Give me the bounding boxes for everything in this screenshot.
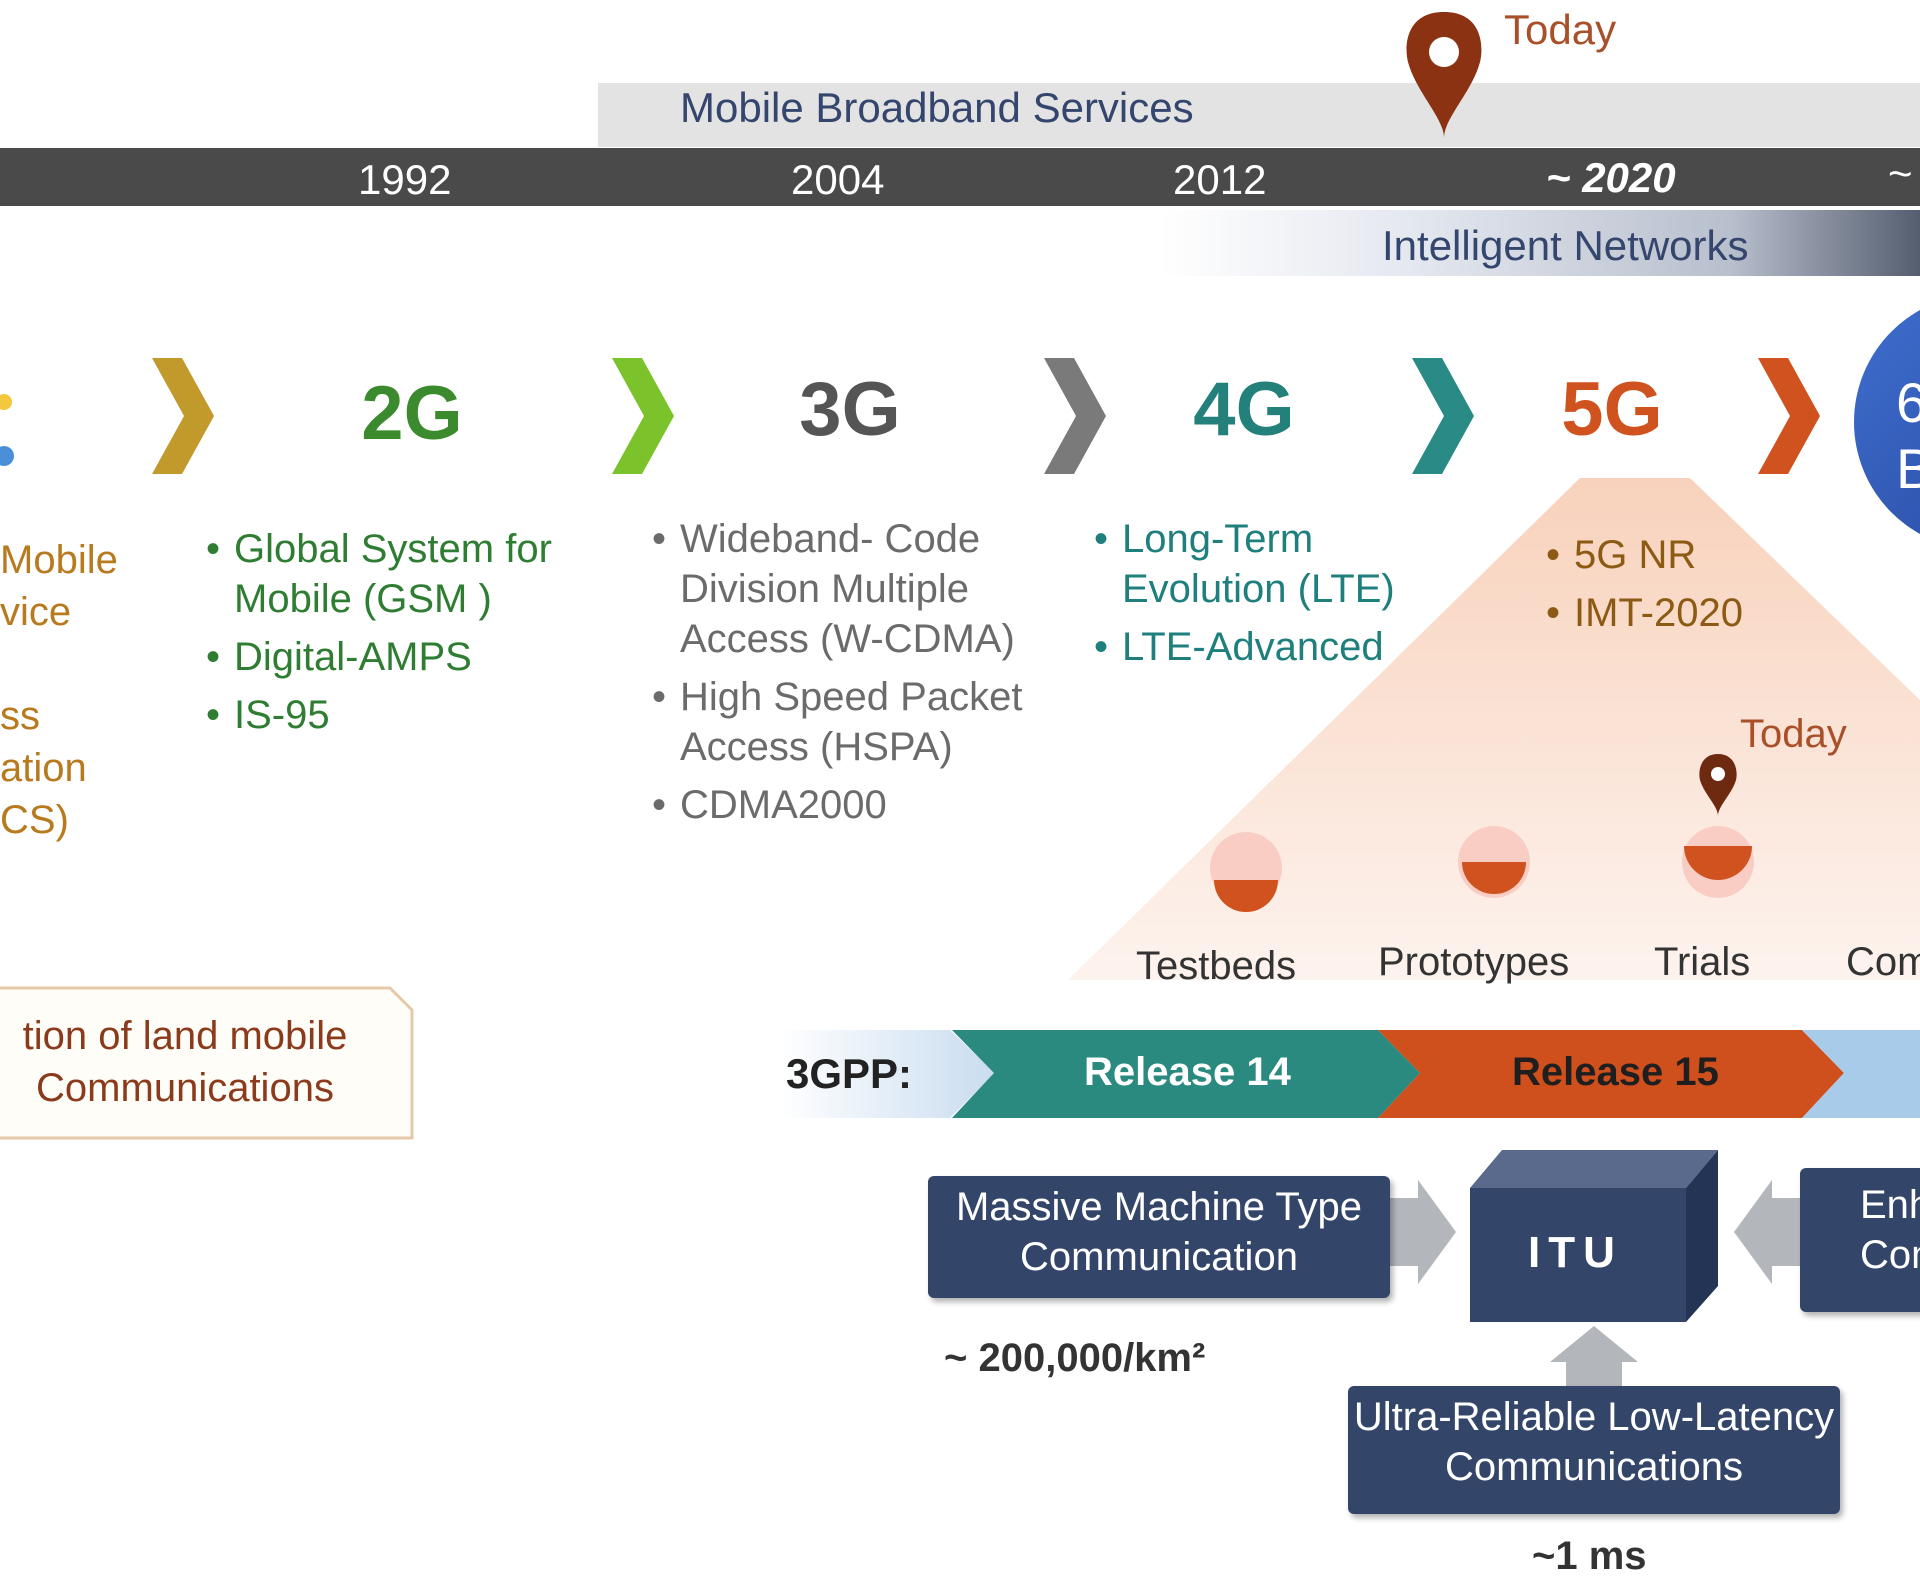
arrow-urllc-to-itu — [1550, 1326, 1638, 1386]
urllc-label: Ultra-Reliable Low-Latency Communication… — [1353, 1395, 1835, 1489]
6g-circle — [1854, 310, 1920, 534]
mobile-broadband-band — [598, 83, 1920, 147]
gen-4g-list: Long-Term Evolution (LTE) LTE-Advanced — [1094, 514, 1424, 680]
dot-blue — [0, 446, 14, 466]
release-15-label: Release 15 — [1512, 1050, 1719, 1094]
dot-yellow — [0, 394, 12, 410]
chevron-1g-icon — [152, 358, 214, 474]
trials-today-label: Today — [1740, 712, 1847, 756]
list-item: LTE-Advanced — [1094, 622, 1424, 672]
gen-5g-list: 5G NR IMT-2020 — [1546, 530, 1806, 646]
intelligent-networks-band — [1160, 210, 1920, 276]
embb-label-line: Com — [1860, 1233, 1920, 1277]
release-next-arrow — [1802, 1030, 1920, 1118]
prototypes-icon — [1458, 826, 1530, 898]
year-2012: 2012 — [1173, 156, 1267, 203]
embb-box: Enh Com — [1800, 1168, 1920, 1312]
list-item: Digital-AMPS — [206, 632, 586, 682]
stage-testbeds: Testbeds — [1136, 944, 1297, 988]
gen-1g-text: Mobile vice ss ation CS) — [0, 534, 118, 846]
year-2004: 2004 — [791, 156, 885, 203]
embb-label-line: Enh — [1860, 1183, 1920, 1227]
release-15-arrow — [1378, 1030, 1844, 1118]
mmtc-box: Massive Machine Type Communication — [928, 1176, 1390, 1298]
mmtc-label: Massive Machine Type Communication — [955, 1185, 1363, 1279]
gen-6g-line2: B — [1896, 437, 1920, 500]
mobile-broadband-label: Mobile Broadband Services — [680, 84, 1194, 131]
year-2020: ~ 2020 — [1546, 154, 1676, 201]
urllc-box: Ultra-Reliable Low-Latency Communication… — [1348, 1386, 1840, 1514]
gen-2g-list: Global System for Mobile (GSM ) Digital-… — [206, 524, 586, 748]
release-14-arrow — [952, 1030, 1420, 1118]
list-item: IS-95 — [206, 690, 586, 740]
chevron-3g-icon — [1044, 358, 1106, 474]
list-item: 5G NR — [1546, 530, 1806, 580]
mmtc-metric: ~ 200,000/km² — [944, 1336, 1206, 1380]
gen-1g-line: Mobile — [0, 538, 118, 582]
stage-prototypes: Prototypes — [1378, 940, 1570, 984]
gen-2g-title: 2G — [361, 371, 463, 456]
list-item: High Speed Packet Access (HSPA) — [652, 672, 1052, 772]
itu-label: ITU — [1528, 1228, 1623, 1277]
chevron-2g-icon — [612, 358, 674, 474]
release-14-label: Release 14 — [1084, 1050, 1291, 1094]
stage-commercial: Com — [1846, 940, 1920, 984]
callout-box — [0, 986, 414, 1140]
chevron-4g-icon — [1412, 358, 1474, 474]
gen-5g-title: 5G — [1561, 367, 1663, 452]
list-item: Long-Term Evolution (LTE) — [1094, 514, 1424, 614]
trials-today-pin-icon — [1699, 754, 1737, 816]
gen-1g-line: ss — [0, 694, 40, 738]
gen-3g-title: 3G — [799, 367, 901, 452]
testbeds-icon — [1210, 832, 1282, 912]
chevron-5g-icon — [1758, 358, 1820, 474]
callout-text: tion of land mobile Communications — [0, 1010, 370, 1114]
itu-cube — [1470, 1150, 1718, 1322]
urllc-metric: ~1 ms — [1532, 1534, 1647, 1578]
gen-1g-line: CS) — [0, 798, 69, 842]
callout-line: Communications — [36, 1066, 334, 1110]
gen-6g-line1: 6 — [1896, 371, 1920, 434]
gpp-lead-arrow — [780, 1030, 995, 1118]
today-pin-icon — [1406, 12, 1482, 138]
list-item: IMT-2020 — [1546, 588, 1806, 638]
year-trailing: ~ — [1888, 150, 1913, 197]
gpp-label: 3GPP: — [786, 1050, 913, 1097]
gen-1g-line: vice — [0, 590, 72, 634]
timeline-bar — [0, 148, 1920, 206]
arrow-embb-to-itu — [1734, 1180, 1800, 1284]
arrow-mmtc-to-itu — [1390, 1180, 1456, 1284]
callout-line: tion of land mobile — [22, 1014, 348, 1058]
today-label: Today — [1504, 6, 1617, 53]
gen-4g-title: 4G — [1193, 367, 1295, 452]
list-item: Global System for Mobile (GSM ) — [206, 524, 586, 624]
list-item: Wideband- Code Division Multiple Access … — [652, 514, 1052, 664]
stage-trials: Trials — [1654, 940, 1751, 984]
trials-icon — [1682, 826, 1754, 898]
gen-3g-list: Wideband- Code Division Multiple Access … — [652, 514, 1052, 838]
gen-1g-line: ation — [0, 746, 87, 790]
intelligent-networks-label: Intelligent Networks — [1382, 222, 1749, 269]
list-item: CDMA2000 — [652, 780, 1052, 830]
year-1992: 1992 — [358, 156, 452, 203]
